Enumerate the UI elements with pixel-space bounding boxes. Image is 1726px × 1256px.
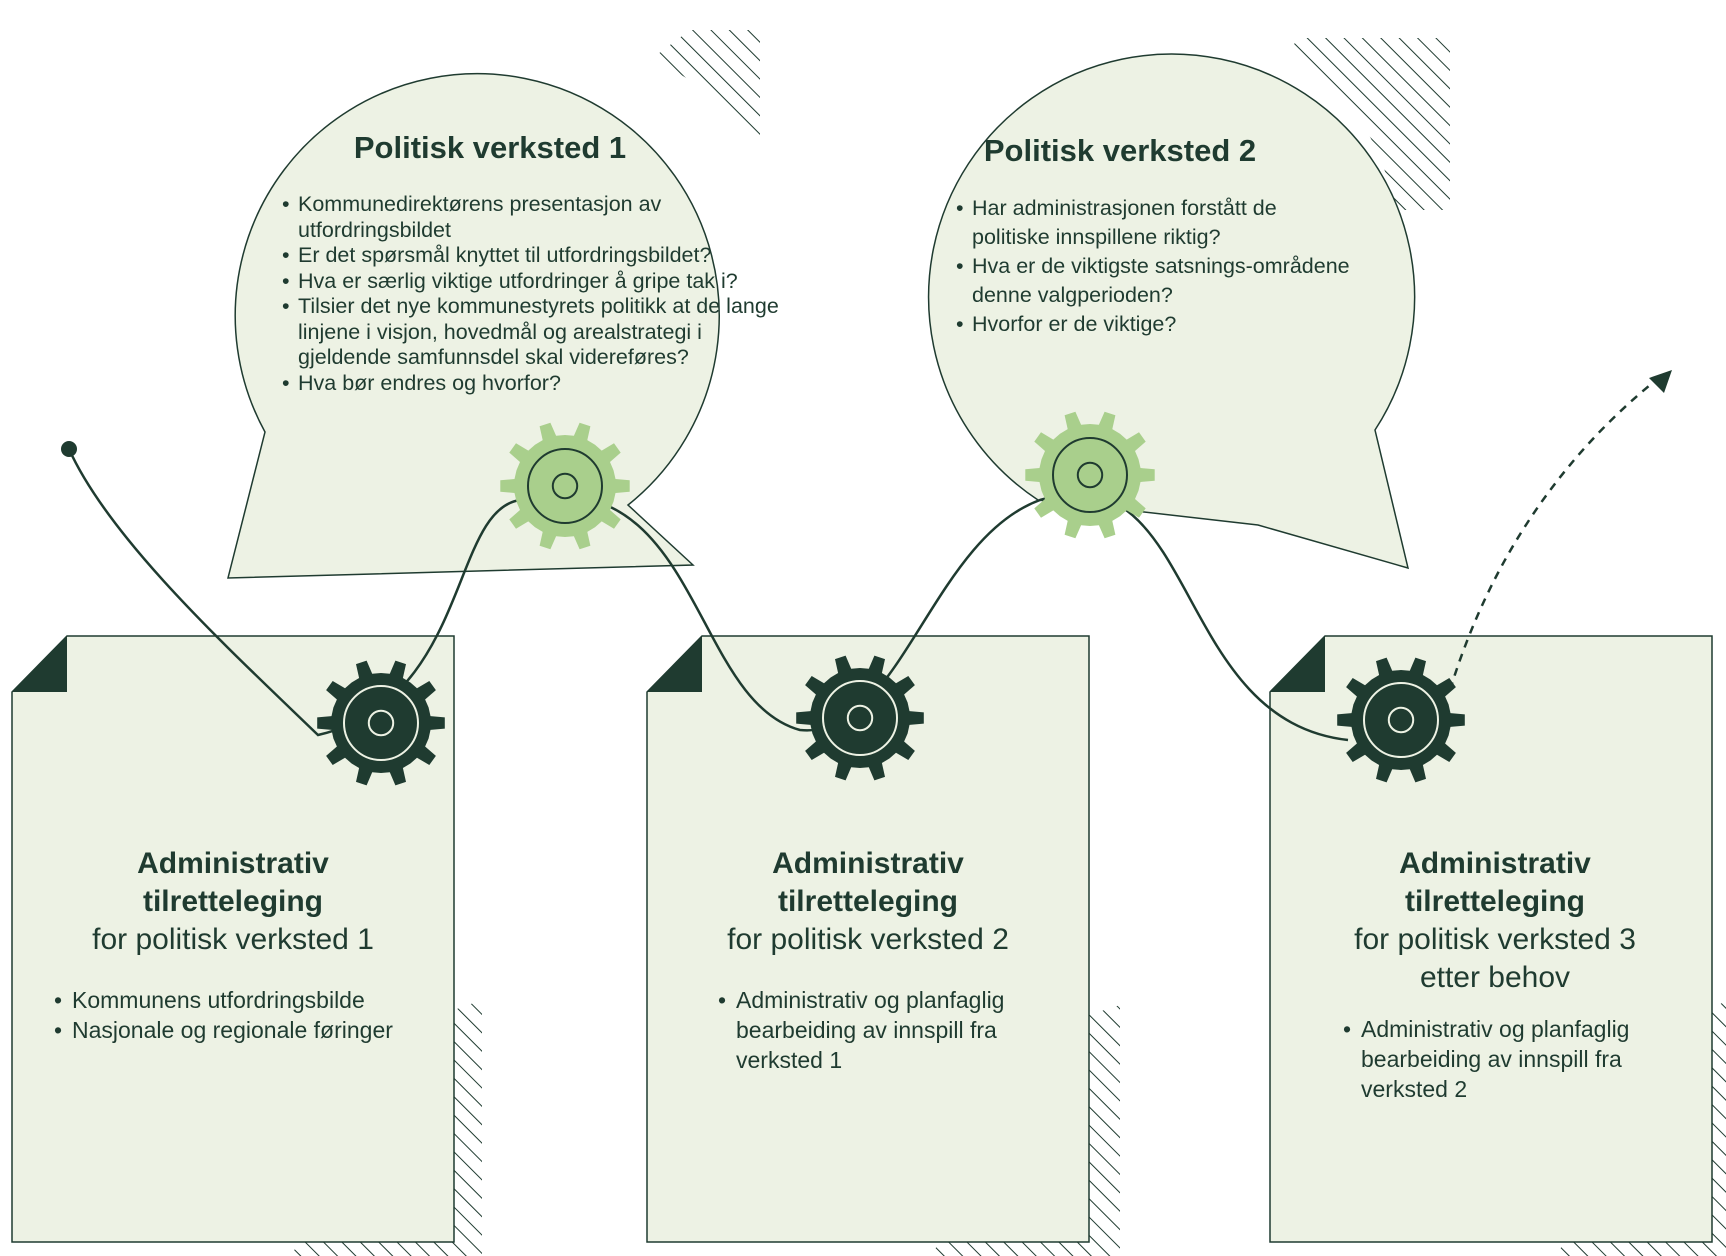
gear-body [1337, 657, 1465, 783]
admin-step-2-list: Administrativ og planfaglig bearbeiding … [718, 985, 1048, 1075]
hatch-doc-1 [290, 1000, 482, 1256]
list-item: Tilsier det nye kommunestyrets politikk … [282, 294, 782, 371]
admin-step-3-title-line-2: tilretteleging [1404, 885, 1585, 918]
workshop-1-list: Kommunedirektørens presentasjon av utfor… [282, 192, 782, 396]
admin-step-1: Administrativ tilretteleging for politis… [12, 845, 454, 959]
hatch-bubble-1 [650, 30, 760, 150]
gear-icon [500, 422, 630, 550]
hatch-doc-2 [930, 1005, 1120, 1256]
admin-step-1-title-line-1: Administrativ [137, 847, 329, 880]
hatch-bubble-2 [1290, 38, 1450, 210]
doc-corner-3 [1270, 636, 1325, 692]
list-item: Administrativ og planfaglig bearbeiding … [718, 985, 1048, 1075]
list-item: Hva er særlig viktige utfordringer å gri… [282, 269, 782, 295]
list-item: Administrativ og planfaglig bearbeiding … [1343, 1014, 1673, 1104]
dashed-continuation-path [1448, 384, 1651, 691]
list-item: Hva bør endres og hvorfor? [282, 371, 782, 397]
gear-body [500, 422, 630, 550]
doc-corner-1 [12, 636, 67, 692]
list-item: Kommunens utfordringsbilde [54, 985, 454, 1015]
workshop-2-list: Har administrasjonen forstått de politis… [956, 194, 1356, 339]
doc-corner-2 [647, 636, 702, 692]
list-item: Hva er de viktigste satsnings-områdene d… [956, 252, 1356, 310]
gear-hub [551, 472, 579, 500]
gear-ring [1363, 682, 1439, 758]
gear-icon [317, 660, 445, 786]
gear-body [796, 655, 924, 781]
gear-body [1025, 411, 1155, 539]
gear-icon [1337, 657, 1465, 783]
workshop-1-title: Politisk verksted 1 [353, 130, 627, 165]
gear-hub [367, 709, 395, 737]
admin-step-3-subtitle: for politisk verksted 3 etter behov [1354, 923, 1636, 994]
admin-step-3: Administrativ tilretteleging for politis… [1280, 845, 1710, 997]
hatch-decorations [290, 30, 1726, 1256]
admin-step-2: Administrativ tilretteleging for politis… [647, 845, 1089, 959]
gear-hub [1076, 461, 1104, 489]
gear-icon [1025, 411, 1155, 539]
admin-step-1-list: Kommunens utfordringsbilde Nasjonale og … [54, 985, 454, 1045]
list-item: Har administrasjonen forstått de politis… [956, 194, 1356, 252]
list-item: Er det spørsmål knyttet til utfordringsb… [282, 243, 782, 269]
admin-step-2-title-line-2: tilretteleging [777, 885, 958, 918]
gear-body [317, 660, 445, 786]
gear-hub [846, 704, 874, 732]
admin-step-3-list: Administrativ og planfaglig bearbeiding … [1343, 1014, 1673, 1104]
gear-ring [822, 680, 898, 756]
gear-icon [796, 655, 924, 781]
arrow-icon [1649, 370, 1672, 393]
admin-step-1-title-line-2: tilretteleging [142, 885, 323, 918]
list-item: Hvorfor er de viktige? [956, 310, 1356, 339]
gears [317, 411, 1465, 786]
workshop-2-title: Politisk verksted 2 [983, 133, 1257, 168]
list-item: Kommunedirektørens presentasjon av utfor… [282, 192, 782, 243]
admin-step-3-title-line-1: Administrativ [1399, 847, 1591, 880]
admin-step-2-subtitle: for politisk verksted 2 [727, 923, 1009, 956]
list-item: Nasjonale og regionale føringer [54, 1015, 454, 1045]
admin-step-1-subtitle: for politisk verksted 1 [92, 923, 374, 956]
gear-ring [527, 448, 603, 524]
gear-hub [1387, 706, 1415, 734]
gear-ring [1052, 437, 1128, 513]
gear-ring [343, 685, 419, 761]
admin-step-2-title-line-1: Administrativ [772, 847, 964, 880]
